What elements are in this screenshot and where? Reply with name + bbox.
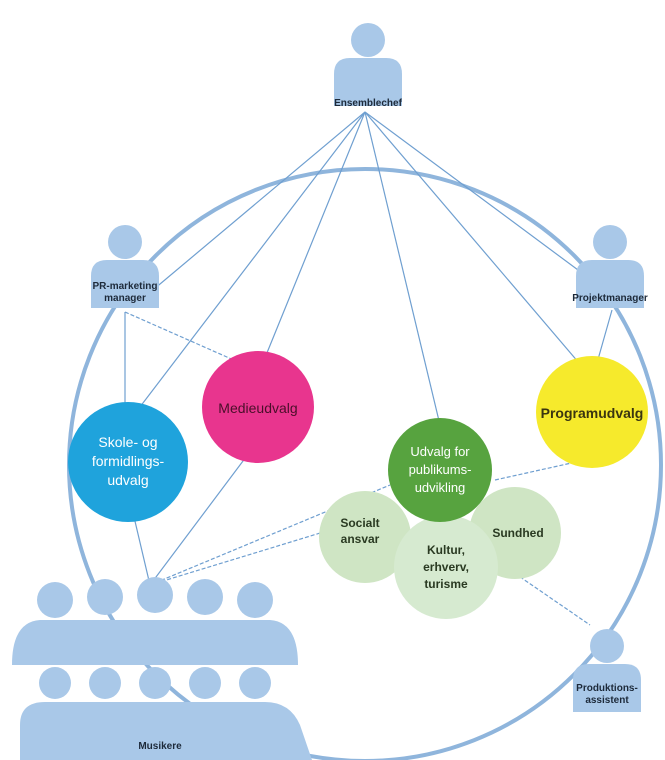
role-ensemblechef: Ensemblechef [334,23,403,109]
skole-blob [68,402,188,522]
udvalg-label-1: Udvalg for [410,444,470,459]
udvalg-blob [388,418,492,522]
socialt-blob [319,491,411,583]
subgroup-kultur: Kultur, erhverv, turisme [394,515,498,619]
line-musikere-socialt [149,529,331,586]
subgroup-socialt-ansvar: Socialt ansvar [319,491,411,583]
committee-skole: Skole- og formidlings- udvalg [68,402,188,522]
pr-label-1: PR-marketing [92,281,157,292]
line-ensemblechef-programudvalg [364,111,586,371]
line-ensemblechef-medieudvalg [259,111,366,371]
produktion-label-2: assistent [585,695,629,706]
line-ensemblechef-skole [129,111,366,421]
kultur-label-1: Kultur, [427,543,465,557]
line-ensemblechef-pr [134,111,366,306]
committee-programudvalg: Programudvalg [536,356,648,468]
pr-label-2: manager [104,293,146,304]
line-ensemblechef-projektmanager [364,111,606,291]
kultur-blob [394,515,498,619]
ensemblechef-person-icon [334,23,402,106]
skole-label-1: Skole- og [98,434,157,450]
kultur-label-2: erhverv, [423,560,469,574]
committee-udvalg-publikumsudvikling: Udvalg for publikums- udvikling [388,418,492,522]
skole-label-2: formidlings- [92,453,165,469]
line-musikere-medieudvalg [149,444,256,586]
skole-label-3: udvalg [107,472,148,488]
committee-medieudvalg: Medieudvalg [202,351,314,463]
sundhed-label: Sundhed [492,526,543,540]
line-pr-medieudvalg [124,311,246,366]
udvalg-label-2: publikums- [409,462,472,477]
kultur-label-3: turisme [424,577,468,591]
medieudvalg-label: Medieudvalg [218,400,297,416]
line-ensemblechef-udvalg [364,111,441,426]
line-udvalg-programudvalg [494,459,586,481]
programudvalg-blob [536,356,648,468]
socialt-label-2: ansvar [341,532,380,546]
role-pr-marketing: PR-marketing manager [91,225,159,308]
programudvalg-label: Programudvalg [541,405,644,421]
produktion-label-1: Produktions- [576,683,638,694]
musikere-label: Musikere [138,741,182,752]
line-sundhed-produktion [509,569,591,626]
musikere-group: Musikere [12,577,312,760]
socialt-label-1: Socialt [340,516,379,530]
medieudvalg-blob [202,351,314,463]
udvalg-label-3: udvikling [415,480,466,495]
role-produktionsassistent: Produktions- assistent [573,629,641,712]
ensemblechef-label: Ensemblechef [334,98,402,109]
role-projektmanager: Projektmanager [572,225,648,308]
projektmanager-label: Projektmanager [572,293,648,304]
